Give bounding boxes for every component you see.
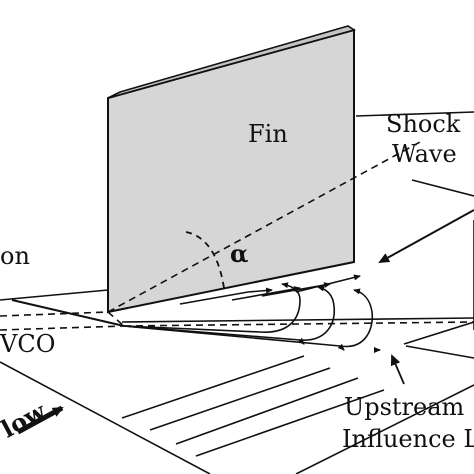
alpha-arc bbox=[185, 231, 225, 289]
flat-plate bbox=[0, 220, 474, 474]
shock-label-line2: Wave bbox=[392, 140, 457, 168]
flow-label: low bbox=[0, 396, 51, 444]
separation-arrows bbox=[297, 321, 474, 359]
left-mid-label: VCO bbox=[0, 330, 55, 358]
surface-streamlines bbox=[123, 274, 374, 348]
shock-label-line1: Shock bbox=[386, 110, 461, 138]
fin bbox=[107, 25, 356, 314]
dashed-reference-lines bbox=[0, 141, 474, 331]
fin-label: Fin bbox=[248, 120, 288, 148]
upstream-label-line2: Influence L bbox=[342, 425, 474, 453]
shock-trace bbox=[11, 209, 474, 327]
left-top-label: on bbox=[0, 242, 30, 270]
flow-arrow-icon bbox=[16, 405, 64, 435]
alpha-label: α bbox=[230, 239, 248, 268]
upstream-label-line1: Upstream bbox=[344, 393, 465, 421]
incoming-flow-lines bbox=[121, 355, 385, 457]
shock-wave-plane bbox=[121, 111, 474, 323]
upstream-pointer bbox=[390, 354, 405, 385]
